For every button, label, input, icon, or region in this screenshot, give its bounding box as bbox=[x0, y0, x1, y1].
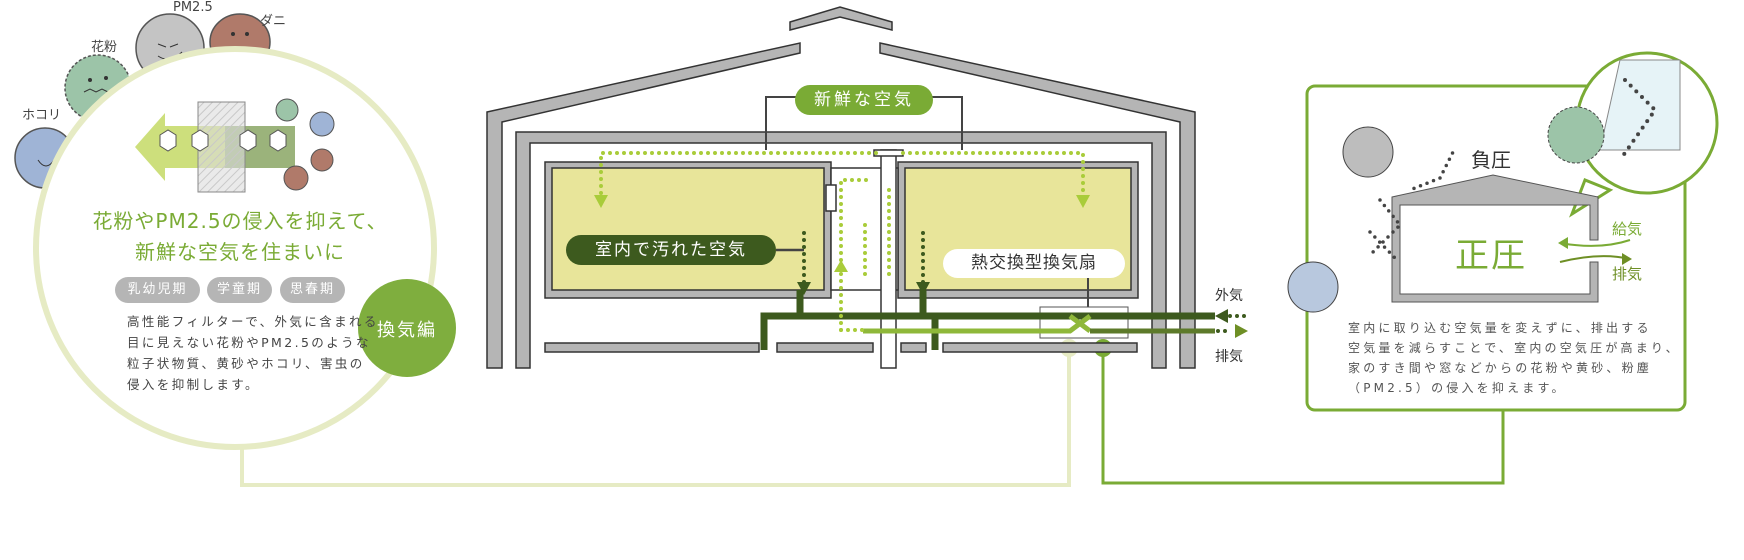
house-diagram bbox=[486, 6, 1196, 369]
airflow-dots bbox=[599, 151, 1247, 333]
description-line: 室内に取り込む空気量を変えずに、排出する bbox=[1348, 321, 1652, 335]
gray-particle-icon bbox=[1342, 126, 1394, 178]
feature-circle bbox=[33, 46, 437, 450]
small-house-icon bbox=[1391, 174, 1599, 303]
description-line: 空気量を減らすことで、室内の空気圧が高まり、 bbox=[1348, 341, 1681, 355]
pest-label-dust: ホコリ bbox=[22, 108, 62, 123]
description-line: 高性能フィルターで、外気に含まれる bbox=[127, 314, 379, 329]
pressure-arrows bbox=[1287, 126, 1632, 313]
pest-label-pm25: PM2.5 bbox=[173, 0, 213, 15]
filter-arrow-illustration bbox=[135, 98, 335, 193]
description-line: 粒子状物質、黄砂やホコリ、害虫の bbox=[127, 356, 365, 371]
exhaust-air-label: 排気 bbox=[1215, 349, 1243, 365]
description-line: （PM2.5）の侵入を抑えます。 bbox=[1348, 381, 1567, 395]
description-line: 家のすき間や窓などからの花粉や黄砂、粉塵 bbox=[1348, 361, 1653, 375]
outside-air-arrow-icon bbox=[1215, 309, 1228, 323]
duct-system bbox=[760, 290, 1215, 350]
age-tag-adolescent: 思春期 bbox=[280, 277, 345, 303]
heat-exchange-fan-label: 熱交換型換気扇 bbox=[943, 249, 1125, 278]
category-badge: 換気編 bbox=[377, 320, 437, 341]
fresh-air-label: 新鮮な空気 bbox=[795, 85, 933, 115]
connector-line-left bbox=[240, 350, 1071, 487]
category-badge-bg bbox=[358, 279, 456, 377]
outside-air-label: 外気 bbox=[1215, 288, 1243, 304]
positive-pressure-label: 正圧 bbox=[1455, 236, 1527, 276]
pressure-description: 室内に取り込む空気量を変えずに、排出する 空気量を減らすことで、室内の空気圧が高… bbox=[1348, 318, 1681, 398]
blue-particle-icon bbox=[1287, 261, 1339, 313]
feature-title-line-1: 花粉やPM2.5の侵入を抑えて、 bbox=[92, 209, 388, 233]
exhaust-arrow-icon bbox=[1235, 324, 1248, 338]
pest-label-pollen: 花粉 bbox=[91, 40, 118, 55]
exhaust-label: 排気 bbox=[1612, 265, 1643, 283]
supply-air-label: 給気 bbox=[1612, 220, 1643, 238]
description-line: 侵入を抑制します。 bbox=[127, 377, 260, 392]
pest-label-mite: ダニ bbox=[260, 14, 287, 29]
dirty-air-label: 室内で汚れた空気 bbox=[566, 235, 776, 265]
pressure-panel bbox=[1305, 84, 1687, 412]
flow-arrowheads bbox=[594, 195, 1248, 338]
feature-title-line-2: 新鮮な空気を住まいに bbox=[135, 240, 345, 264]
description-line: 目に見えない花粉やPM2.5のような bbox=[127, 335, 371, 350]
age-tag-infant: 乳幼児期 bbox=[115, 277, 200, 303]
window-magnifier bbox=[1547, 51, 1719, 218]
age-tag-school: 学童期 bbox=[207, 277, 272, 303]
negative-pressure-label: 負圧 bbox=[1471, 148, 1511, 172]
connector-line-right bbox=[1101, 350, 1505, 485]
feature-description: 高性能フィルターで、外気に含まれる 目に見えない花粉やPM2.5のような 粒子状… bbox=[127, 311, 379, 395]
fresh-air-bracket bbox=[765, 96, 963, 150]
